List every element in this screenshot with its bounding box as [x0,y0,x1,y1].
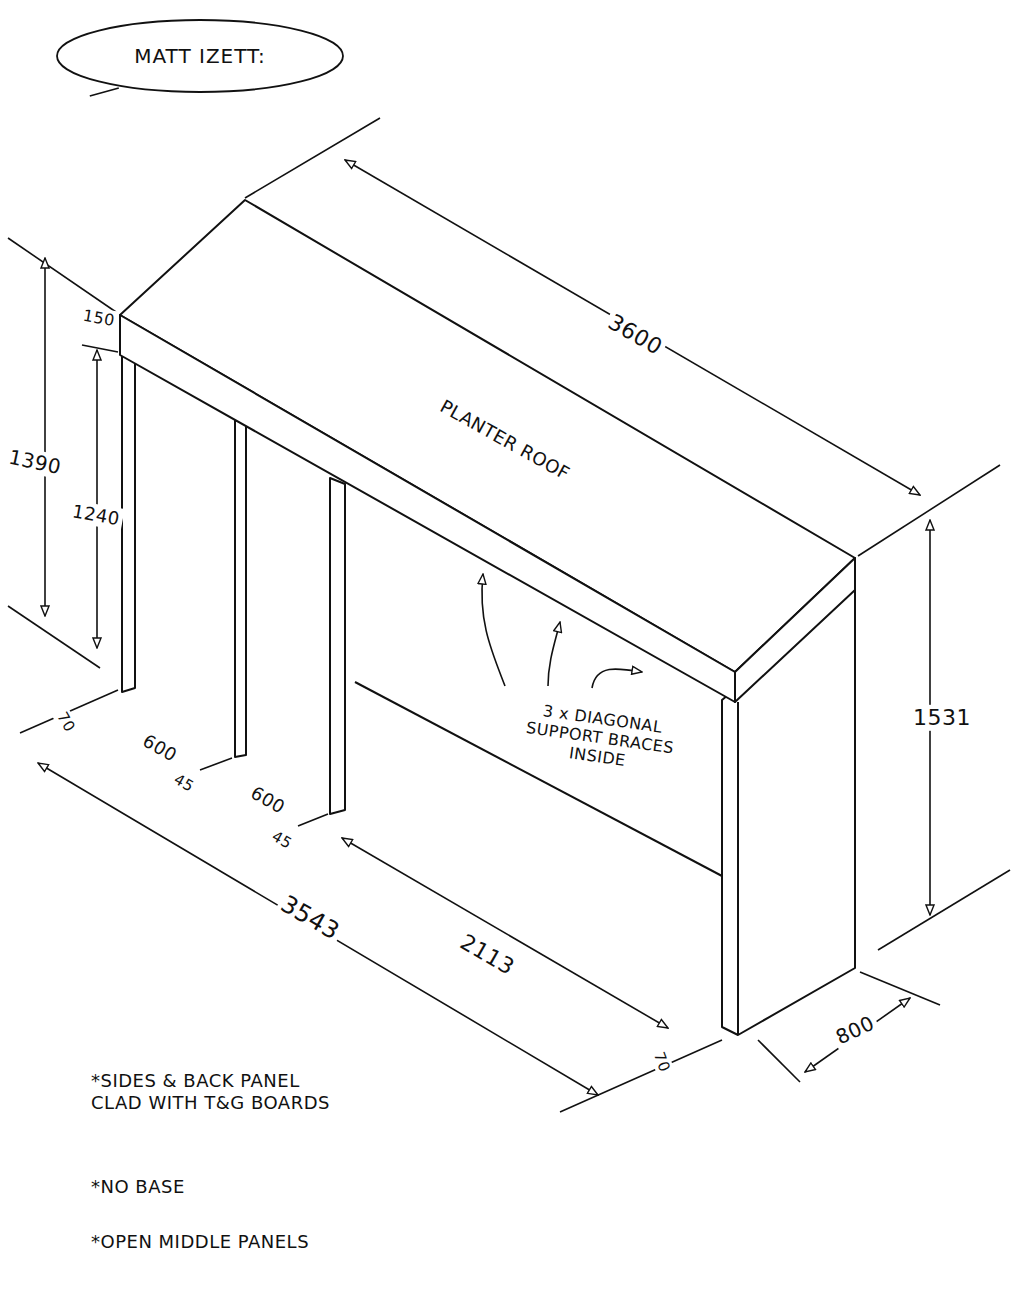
dimension-label: 70 [649,1047,675,1078]
dimension-label: 1240 [68,500,125,531]
author-name: MATT IZETT: [55,44,345,68]
dimension-label: 3600 [601,308,670,363]
dimension-label: 800 [829,1009,881,1050]
dimension-label: 3 x DIAGONAL SUPPORT BRACES INSIDE [499,696,701,780]
note-text: *SIDES & BACK PANEL CLAD WITH T&G BOARDS [88,1070,344,1113]
note-text: *NO BASE [88,1176,188,1198]
dimension-label: 3543 [273,888,347,947]
name-oval: MATT IZETT: [55,18,345,94]
dimension-label: 1531 [910,705,974,731]
dimension-label: 600 [244,780,291,820]
dimension-label: 150 [79,305,120,331]
dimension-label: 45 [266,826,298,855]
dimension-label: 1390 [4,444,67,480]
dimension-label: 70 [52,706,81,738]
dimension-label: 45 [168,769,200,798]
dimension-label: 600 [136,728,183,768]
note-text: *OPEN MIDDLE PANELS [88,1231,312,1253]
